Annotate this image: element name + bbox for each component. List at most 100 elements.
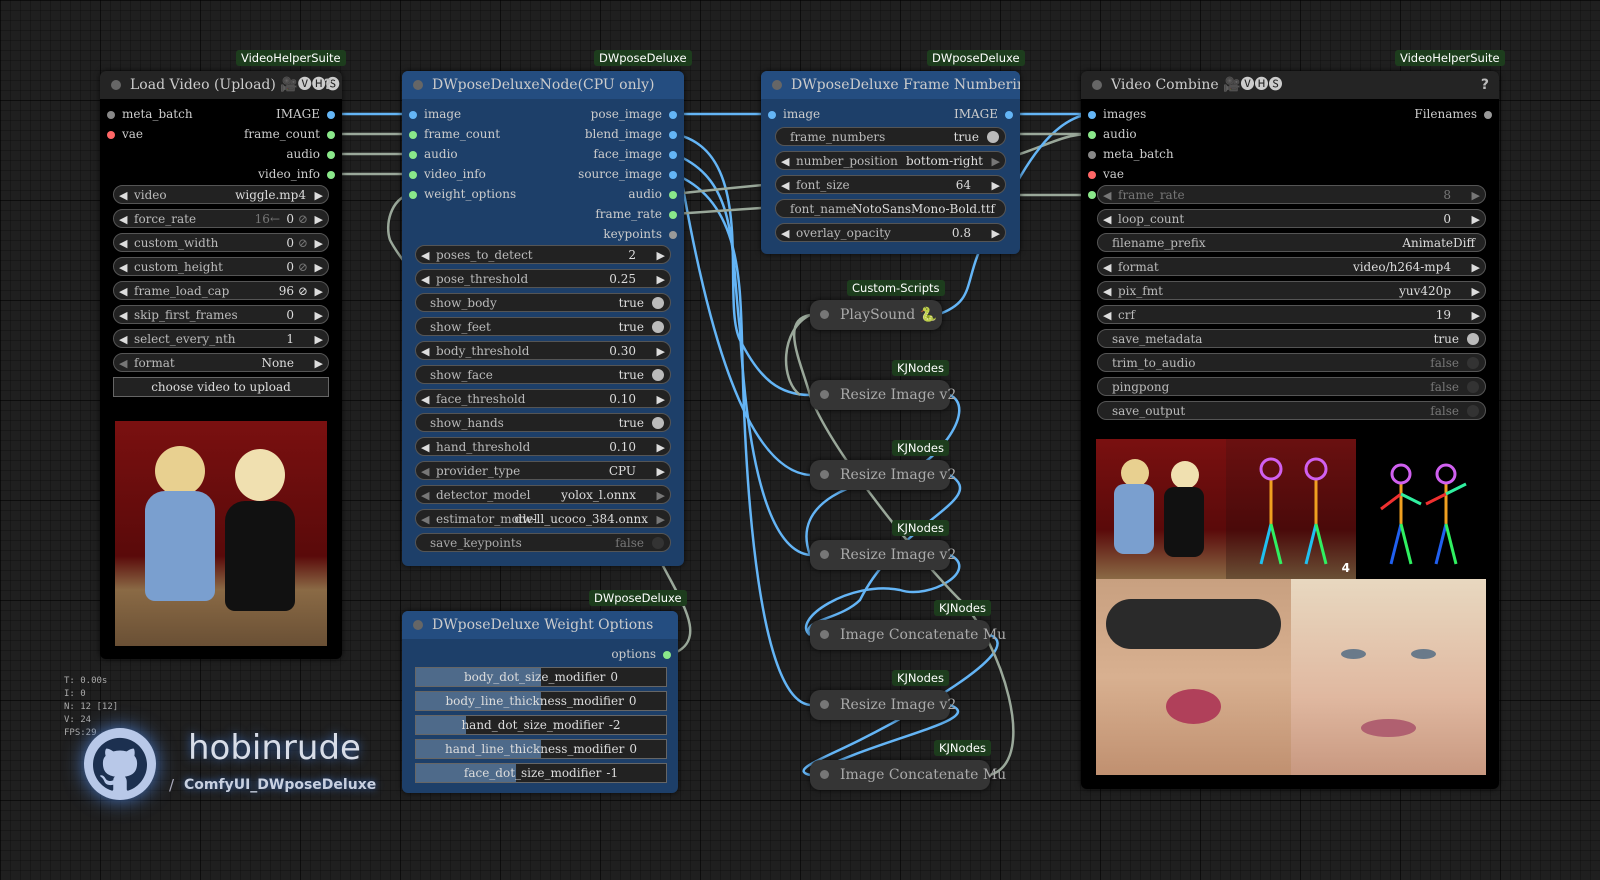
input-pin-icon[interactable]	[107, 111, 115, 119]
input-audio[interactable]: audio	[406, 147, 458, 161]
arrow-left-icon[interactable]: ◀	[119, 189, 128, 202]
slider-face-dot-size[interactable]: face_dot_size_modifier-1	[415, 763, 667, 783]
output-frame-rate[interactable]: frame_rate	[595, 207, 680, 221]
output-pose-image[interactable]: pose_image	[591, 107, 680, 121]
input-image[interactable]: image	[765, 107, 820, 121]
collapse-dot-icon[interactable]	[820, 550, 829, 559]
input-meta-batch[interactable]: meta_batch	[1085, 147, 1174, 161]
input-pin-icon[interactable]	[1088, 131, 1096, 139]
input-pin-icon[interactable]	[107, 131, 115, 139]
arrow-left-icon[interactable]: ◀	[781, 155, 790, 168]
dwpose-node[interactable]: DWposeDeluxeNode(CPU only) image frame_c…	[402, 71, 684, 566]
input-pin-icon[interactable]	[1088, 191, 1096, 199]
arrow-right-icon[interactable]: ▶	[656, 249, 665, 262]
input-weight-options[interactable]: weight_options	[406, 187, 516, 201]
toggle-off-icon[interactable]	[652, 537, 664, 549]
image-concatenate-node-2[interactable]: Image Concatenate Mu	[810, 760, 1006, 790]
weight-options-header[interactable]: DWposeDeluxe Weight Options	[402, 611, 678, 639]
input-vae[interactable]: vae	[1085, 167, 1124, 181]
video-combine-header[interactable]: Video Combine 🎥🅥🅗🅢 ?	[1081, 71, 1499, 99]
resize-image-node-2[interactable]: Resize Image v2	[810, 460, 956, 490]
input-meta-batch[interactable]: meta_batch	[104, 107, 193, 121]
arrow-left-icon[interactable]: ◀	[781, 179, 790, 192]
output-image[interactable]: IMAGE	[954, 107, 1016, 121]
output-pin-icon[interactable]	[1484, 111, 1492, 119]
collapse-dot-icon[interactable]	[111, 80, 121, 90]
toggle-on-icon[interactable]	[652, 321, 664, 333]
arrow-right-icon[interactable]: ▶	[656, 489, 665, 502]
arrow-left-icon[interactable]: ◀	[119, 213, 128, 226]
toggle-on-icon[interactable]	[652, 369, 664, 381]
arrow-right-icon[interactable]: ▶	[1471, 285, 1480, 298]
output-video-info[interactable]: video_info	[258, 167, 338, 181]
input-pin-icon[interactable]	[409, 191, 417, 199]
arrow-right-icon[interactable]: ▶	[314, 237, 323, 250]
arrow-left-icon[interactable]: ◀	[119, 357, 128, 370]
arrow-left-icon[interactable]: ◀	[1103, 309, 1112, 322]
playsound-node[interactable]: PlaySound 🐍	[810, 300, 942, 330]
arrow-right-icon[interactable]: ▶	[314, 357, 323, 370]
input-vae[interactable]: vae	[104, 127, 143, 141]
arrow-right-icon[interactable]: ▶	[314, 309, 323, 322]
output-keypoints[interactable]: keypoints	[603, 227, 680, 241]
arrow-right-icon[interactable]: ▶	[656, 441, 665, 454]
output-filenames[interactable]: Filenames	[1414, 107, 1495, 121]
output-pin-icon[interactable]	[669, 131, 677, 139]
output-pin-icon[interactable]	[669, 111, 677, 119]
arrow-left-icon[interactable]: ◀	[1103, 213, 1112, 226]
arrow-left-icon[interactable]: ◀	[421, 441, 430, 454]
toggle-off-icon[interactable]	[1467, 357, 1479, 369]
collapse-dot-icon[interactable]	[820, 770, 829, 779]
output-pin-icon[interactable]	[327, 171, 335, 179]
toggle-off-icon[interactable]	[1467, 405, 1479, 417]
input-pin-icon[interactable]	[409, 171, 417, 179]
output-audio[interactable]: audio	[628, 187, 680, 201]
arrow-left-icon[interactable]: ◀	[421, 489, 430, 502]
toggle-on-icon[interactable]	[987, 131, 999, 143]
collapse-dot-icon[interactable]	[413, 80, 423, 90]
load-video-node[interactable]: Load Video (Upload) 🎥🅥🅗🅢 ? meta_batch va…	[100, 71, 342, 659]
arrow-right-icon[interactable]: ▶	[991, 227, 1000, 240]
output-blend-image[interactable]: blend_image	[585, 127, 680, 141]
choose-video-button[interactable]: choose video to upload	[113, 377, 329, 397]
input-audio[interactable]: audio	[1085, 127, 1137, 141]
input-frame-count[interactable]: frame_count	[406, 127, 500, 141]
arrow-right-icon[interactable]: ▶	[314, 333, 323, 346]
output-pin-icon[interactable]	[669, 151, 677, 159]
resize-image-node-1[interactable]: Resize Image v2	[810, 380, 956, 410]
arrow-left-icon[interactable]: ◀	[1103, 189, 1112, 202]
toggle-on-icon[interactable]	[1467, 333, 1479, 345]
input-pin-icon[interactable]	[768, 111, 776, 119]
arrow-left-icon[interactable]: ◀	[781, 227, 790, 240]
dwpose-header[interactable]: DWposeDeluxeNode(CPU only)	[402, 71, 684, 99]
input-image[interactable]: image	[406, 107, 461, 121]
video-combine-node[interactable]: Video Combine 🎥🅥🅗🅢 ? images audio meta_b…	[1081, 71, 1499, 789]
arrow-right-icon[interactable]: ▶	[314, 213, 323, 226]
arrow-right-icon[interactable]: ▶	[656, 393, 665, 406]
weight-options-node[interactable]: DWposeDeluxe Weight Options options body…	[402, 611, 678, 793]
frame-numbering-header[interactable]: DWposeDeluxe Frame Numbering	[761, 71, 1020, 99]
